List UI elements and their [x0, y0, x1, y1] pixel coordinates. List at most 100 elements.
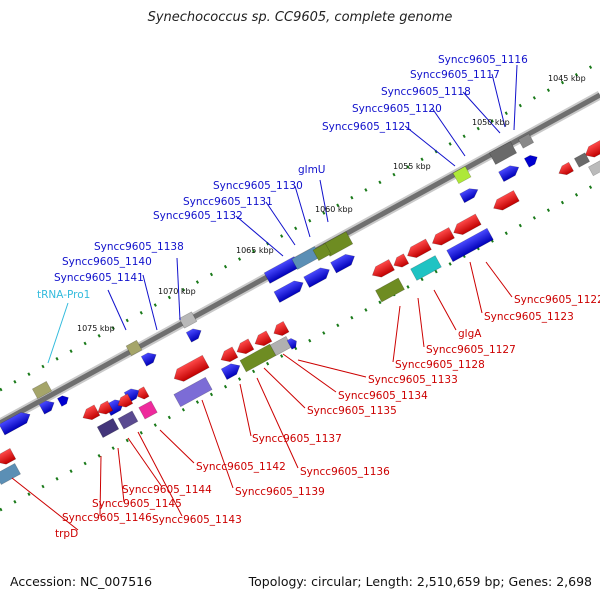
forward-gene-label: Syncc9605_1121: [322, 121, 412, 133]
leader-line: [159, 429, 195, 464]
gene-feature: [371, 259, 395, 278]
forward-gene-label: Syncc9605_1140: [62, 256, 152, 268]
leader-line: [462, 91, 501, 134]
leader-line: [392, 305, 401, 363]
gene-feature-shape: [97, 400, 114, 415]
forward-gene-label: Syncc9605_1116: [438, 54, 528, 66]
leader-line: [294, 185, 311, 238]
gene-feature-shape: [140, 352, 157, 367]
gene-feature-shape: [446, 227, 494, 263]
gene-feature-shape: [584, 139, 600, 158]
gene-feature: [82, 404, 101, 421]
gene-feature-shape: [220, 346, 239, 363]
gene-feature: [407, 238, 432, 258]
gene-feature: [523, 155, 538, 168]
gene-feature-shape: [82, 404, 101, 421]
accession-text: Accession: NC_007516: [10, 574, 153, 589]
gene-feature-shape: [393, 253, 410, 268]
leader-line: [256, 377, 299, 469]
gene-feature-shape: [117, 410, 139, 430]
reverse-gene-label: Syncc9605_1137: [252, 433, 342, 445]
leader-line: [491, 73, 506, 128]
reverse-gene-label: Syncc9605_1127: [426, 344, 516, 356]
trna-gene-label: tRNA-Pro1: [37, 289, 90, 301]
leader-line: [176, 257, 181, 321]
gene-feature-shape: [453, 213, 482, 235]
reverse-gene-label: glgA: [458, 328, 482, 340]
gene-feature: [453, 213, 482, 235]
reverse-gene-label: Syncc9605_1122: [514, 294, 600, 306]
scale-label: 1065 kbp: [236, 246, 274, 255]
gene-feature-shape: [137, 386, 150, 400]
gene-feature: [446, 227, 494, 263]
gene-feature: [286, 338, 297, 350]
gene-feature: [312, 242, 332, 262]
gene-feature-shape: [0, 448, 17, 465]
gene-feature: [137, 386, 150, 400]
gene-feature-shape: [236, 338, 255, 355]
forward-gene-label: Syncc9605_1132: [153, 210, 243, 222]
gene-feature-shape: [220, 363, 241, 380]
inner-scale-track: [0, 180, 600, 512]
gene-feature: [96, 418, 120, 438]
reverse-gene-label: Syncc9605_1143: [152, 514, 242, 526]
leader-line: [137, 431, 183, 517]
gene-feature-shape: [312, 242, 332, 262]
gene-feature: [38, 400, 55, 415]
gene-feature: [236, 338, 255, 355]
leader-line: [417, 297, 425, 348]
leader-line: [117, 447, 125, 503]
gene-feature-shape: [173, 376, 213, 408]
gene-feature-shape: [125, 339, 143, 357]
gene-feature: [173, 354, 210, 382]
gene-feature: [173, 376, 213, 408]
gene-feature: [488, 141, 518, 165]
gene-feature-shape: [0, 463, 21, 485]
gene-feature-shape: [375, 277, 405, 303]
leader-line: [431, 107, 466, 157]
gene-feature-shape: [286, 338, 297, 350]
gene-feature-shape: [517, 133, 535, 149]
reverse-gene-label: Syncc9605_1135: [307, 405, 397, 417]
scale-label: 1075 kbp: [77, 324, 115, 333]
gene-feature: [410, 255, 442, 281]
gene-feature-shape: [57, 395, 69, 407]
forward-gene-label: Syncc9605_1120: [352, 103, 442, 115]
reverse-gene-label: Syncc9605_1139: [235, 486, 325, 498]
forward-gene-label: Syncc9605_1141: [54, 272, 144, 284]
gene-feature-shape: [185, 328, 202, 343]
reverse-gene-label: Syncc9605_1146: [62, 512, 152, 524]
gene-feature: [254, 330, 273, 347]
gene-feature: [97, 400, 114, 415]
gene-feature-shape: [588, 159, 600, 177]
gene-feature: [375, 277, 405, 303]
leader-line: [107, 289, 127, 331]
reverse-gene-label: Syncc9605_1142: [196, 461, 286, 473]
gene-feature: [117, 410, 139, 430]
gene-feature: [220, 346, 239, 363]
gene-feature: [220, 363, 241, 380]
gene-feature: [452, 165, 472, 185]
leader-line: [235, 215, 284, 257]
gene-feature-shape: [273, 280, 304, 303]
forward-gene-label: Syncc9605_1131: [183, 196, 273, 208]
leader-line: [433, 289, 457, 331]
gene-feature-shape: [558, 161, 574, 176]
reverse-gene-label: Syncc9605_1134: [338, 390, 428, 402]
leader-line: [142, 274, 158, 331]
gene-feature: [138, 400, 158, 420]
reverse-gene-label: Syncc9605_1128: [395, 359, 485, 371]
gene-feature-shape: [410, 255, 442, 281]
gene-feature: [0, 463, 21, 485]
reverse-gene-label: Syncc9605_1136: [300, 466, 390, 478]
gene-feature-shape: [254, 330, 273, 347]
gene-feature-shape: [138, 400, 158, 420]
forward-gene-label: Syncc9605_1130: [213, 180, 303, 192]
leader-line: [201, 399, 234, 489]
gene-feature: [273, 280, 304, 303]
leader-line: [404, 125, 456, 167]
leader-line: [99, 455, 102, 517]
gene-feature: [498, 165, 520, 183]
scale-label: 1070 kbp: [158, 287, 196, 296]
gene-feature: [459, 188, 479, 204]
